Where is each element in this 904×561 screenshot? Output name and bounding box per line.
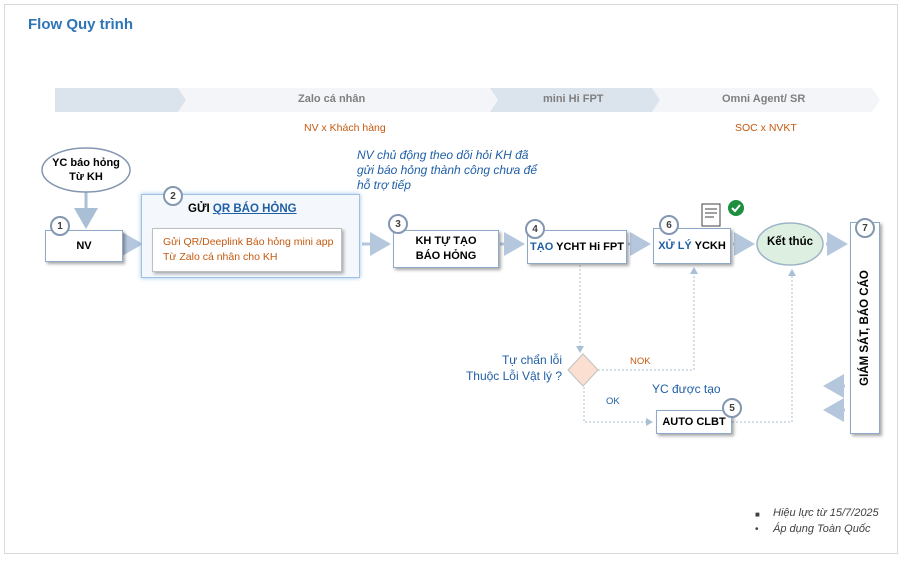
step4-create-ycht-box[interactable]: TẠO YCHT Hi FPT [527, 230, 627, 264]
step6-number: 6 [659, 215, 679, 235]
lane-label-zalo: Zalo cá nhân [298, 93, 366, 105]
lane-label-omni: Omni Agent/ SR [722, 93, 806, 105]
step2-title-link[interactable]: QR BÁO HỎNG [212, 203, 297, 215]
footnote-bullet-1: ■ [755, 510, 760, 519]
lane-band-zalo [178, 88, 498, 112]
step2-detail-line1: Gửi QR/Deeplink Báo hỏng mini app [163, 236, 334, 248]
edge-label-ok: OK [606, 396, 620, 407]
step6-prefix: XỬ LÝ [658, 240, 692, 252]
document-check-icon [701, 200, 744, 227]
start-bubble-shape [41, 147, 131, 193]
end-label: Kết thúc [767, 236, 813, 248]
end-ellipse [756, 222, 824, 266]
start-bubble-line2: Từ KH [69, 171, 103, 183]
step3-kh-create-box[interactable]: KH TỰ TẠO BÁO HỎNG [393, 230, 499, 268]
nv-note-line1: NV chủ động theo dõi hỏi KH đã [357, 148, 529, 162]
step5-number: 5 [722, 398, 742, 418]
step5-label: AUTO CLBT [662, 416, 726, 428]
diagram-frame [4, 4, 898, 554]
start-bubble: YC báo hỏng Từ KH [46, 156, 126, 184]
lane-band-minihi [490, 88, 660, 112]
nv-note-line3: hỗ trợ tiếp [357, 178, 411, 192]
step5-auto-clbt-box[interactable]: AUTO CLBT [656, 410, 732, 434]
step7-label: GIÁM SÁT, BÁO CÁO [859, 270, 872, 386]
lane-band-zalo-start [55, 88, 186, 112]
footnote-2: Áp dụng Toàn Quốc [773, 523, 871, 535]
decision-line2: Thuộc Lỗi Vật lý ? [465, 369, 562, 383]
step4-number: 4 [525, 219, 545, 239]
start-bubble-line1: YC báo hỏng [52, 157, 120, 169]
lane-sub-right: SOC x NVKT [735, 122, 797, 134]
step3-line2: BÁO HỎNG [415, 250, 477, 262]
lane-sub-left: NV x Khách hàng [304, 122, 386, 134]
step4-rest: YCHT Hi FPT [553, 241, 624, 253]
nv-note-line2: gửi báo hỏng thành công chưa để [357, 163, 538, 177]
page-title: Flow Quy trình [28, 16, 133, 33]
step7-number: 7 [855, 218, 875, 238]
step4-prefix: TẠO [530, 241, 554, 253]
step1-label: NV [76, 240, 92, 252]
nv-followup-note: NV chủ động theo dõi hỏi KH đã gửi báo h… [357, 148, 537, 193]
step7-monitor-box[interactable]: GIÁM SÁT, BÁO CÁO [850, 222, 880, 434]
step1-number: 1 [50, 216, 70, 236]
decision-diamond [567, 353, 599, 387]
step6-rest: YCKH [691, 240, 726, 252]
lane-label-minihi: mini Hi FPT [543, 93, 604, 105]
step3-number: 3 [388, 214, 408, 234]
step2-number: 2 [163, 186, 183, 206]
lane-band-omni [652, 88, 880, 112]
step2-detail-box: Gửi QR/Deeplink Báo hỏng mini app Từ Zal… [152, 228, 342, 272]
step2-title: GỬI QR BÁO HỎNG [188, 203, 297, 215]
step3-line1: KH TỰ TẠO [415, 235, 477, 247]
decision-label: Tự chẩn lỗi Thuộc Lỗi Vật lý ? [452, 352, 562, 384]
footnote-bullet-2: • [755, 524, 759, 535]
edge-label-yc-created: YC được tạo [652, 382, 721, 396]
edge-label-nok: NOK [630, 356, 651, 367]
footnote-1: Hiệu lực từ 15/7/2025 [773, 507, 879, 519]
step2-title-prefix: GỬI [188, 203, 213, 215]
decision-line1: Tự chẩn lỗi [501, 353, 562, 367]
step2-detail-line2: Từ Zalo cá nhân cho KH [163, 251, 278, 263]
